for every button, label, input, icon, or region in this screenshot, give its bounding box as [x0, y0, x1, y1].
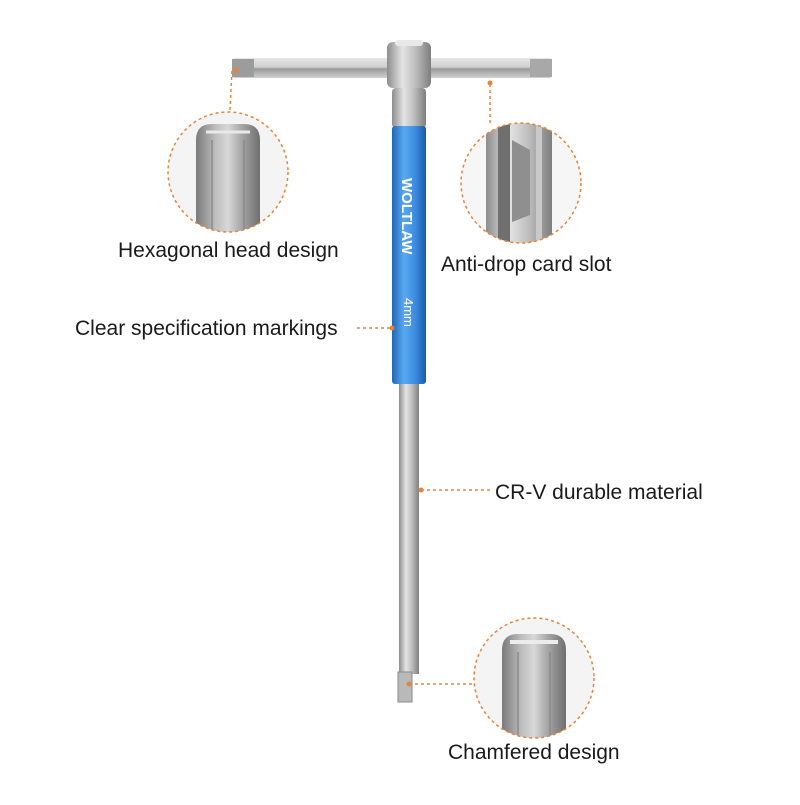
hex-key-tool: WOLTLAW 4mm [232, 40, 552, 703]
detail-circle-chamfered [473, 617, 595, 739]
detail-circle-hexagonal-head [167, 111, 289, 233]
brand-marking: WOLTLAW [398, 178, 415, 255]
callout-dots [233, 67, 493, 687]
label-crv-material: CR-V durable material [495, 481, 703, 504]
steel-shaft [399, 384, 419, 674]
detail-circle-anti-drop-slot [460, 122, 582, 244]
socket-hub [387, 42, 431, 88]
size-marking: 4mm [401, 298, 416, 327]
hex-tip [397, 671, 413, 703]
blue-sleeve [392, 126, 426, 384]
bar-hex-end-right [530, 59, 552, 77]
label-anti-drop-slot: Anti-drop card slot [441, 253, 612, 276]
bar-hex-end-left [232, 59, 254, 77]
socket-neck [392, 88, 426, 128]
label-chamfered: Chamfered design [448, 741, 620, 764]
label-hexagonal-head: Hexagonal head design [118, 239, 339, 262]
label-spec-markings: Clear specification markings [75, 317, 338, 340]
